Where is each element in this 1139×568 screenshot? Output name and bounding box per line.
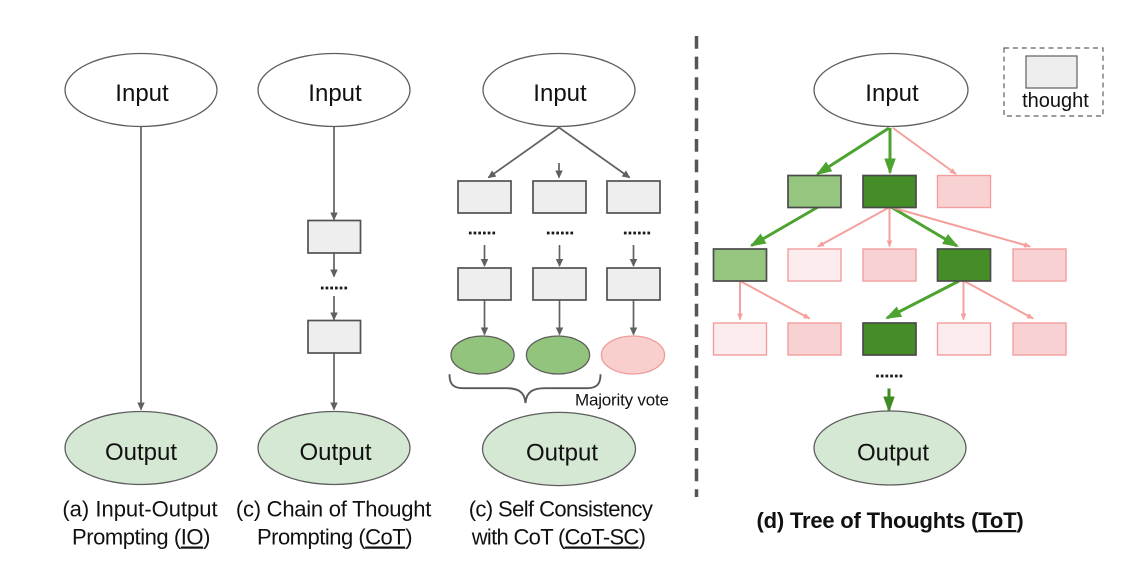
svg-text:(c) Self Consistency: (c) Self Consistency: [469, 497, 653, 522]
svg-text:Input: Input: [865, 80, 919, 107]
svg-text:Majority vote: Majority vote: [575, 391, 669, 410]
svg-text:Input: Input: [533, 80, 587, 107]
svg-text:Output: Output: [105, 439, 177, 466]
svg-text:Output: Output: [857, 440, 929, 467]
svg-text:(d) Tree of Thoughts (ToT): (d) Tree of Thoughts (ToT): [757, 508, 1024, 533]
svg-text:Input: Input: [115, 80, 169, 107]
svg-text:with CoT (CoT-SC): with CoT (CoT-SC): [471, 525, 646, 550]
svg-text:Prompting (CoT): Prompting (CoT): [257, 525, 412, 550]
svg-text:thought: thought: [1022, 90, 1089, 112]
svg-text:Input: Input: [308, 80, 362, 107]
svg-text:Prompting (IO): Prompting (IO): [72, 525, 210, 550]
svg-text:Output: Output: [299, 439, 371, 466]
svg-text:(c) Chain of Thought: (c) Chain of Thought: [236, 497, 431, 522]
svg-text:(a) Input-Output: (a) Input-Output: [62, 497, 217, 522]
svg-text:Output: Output: [526, 440, 598, 467]
